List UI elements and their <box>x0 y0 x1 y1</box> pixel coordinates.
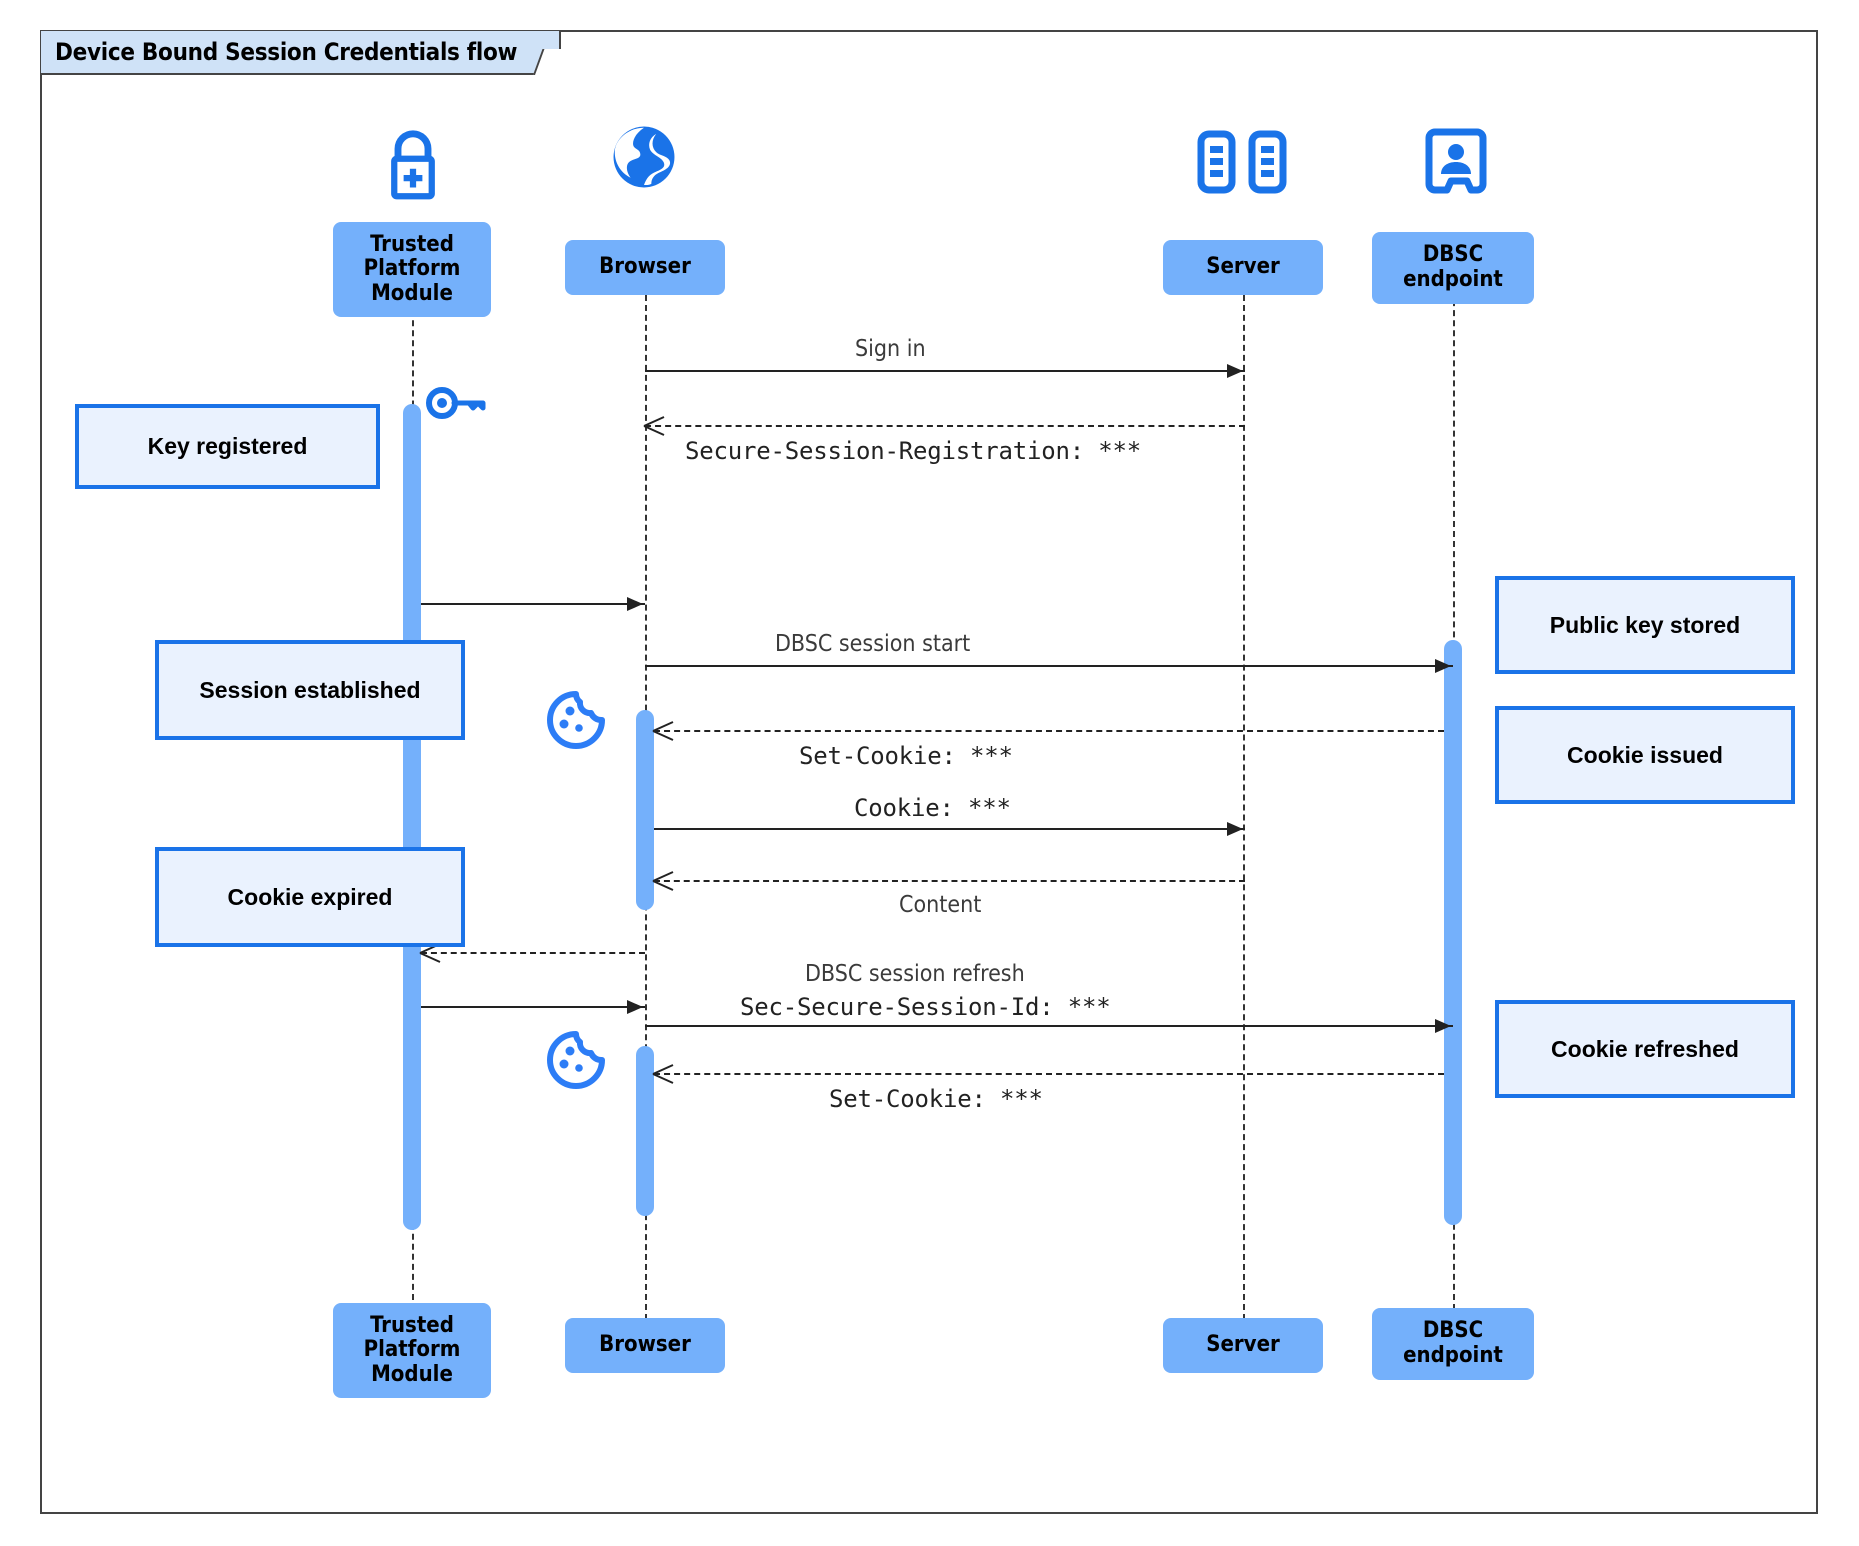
participant-footer-browser[interactable]: Browser <box>565 1318 725 1373</box>
participant-footer-tpm[interactable]: Trusted Platform Module <box>333 1303 491 1398</box>
participant-dbsc[interactable]: DBSC endpoint <box>1372 232 1534 304</box>
message-tpm-to-browser-key <box>421 597 645 611</box>
message-tpm-to-browser-refresh <box>421 1000 645 1014</box>
note-key-registered: Key registered <box>75 404 380 489</box>
message-dbsc-session-refresh: DBSC session refresh Sec-Secure-Session-… <box>645 963 1453 1033</box>
participant-server-label: Server <box>1206 254 1280 280</box>
note-label: Key registered <box>147 433 308 460</box>
note-label: Session established <box>199 676 421 703</box>
diagram-title: Device Bound Session Credentials flow <box>41 31 562 75</box>
message-sign-in: Sign in <box>645 338 1245 378</box>
message-set-cookie-2: Set-Cookie: *** <box>652 1064 1444 1111</box>
note-public-key-stored: Public key stored <box>1495 576 1795 674</box>
message-label-refresh: DBSC session refresh <box>805 961 1025 987</box>
message-line <box>645 665 1453 667</box>
message-line <box>645 425 1245 427</box>
cookie-icon <box>545 690 607 750</box>
participant-browser-label: Browser <box>599 254 691 280</box>
participant-tpm-label: Trusted Platform Module <box>363 231 461 306</box>
message-line <box>421 952 645 954</box>
arrow-head-right <box>1225 819 1245 839</box>
arrow-head-right <box>1433 656 1453 676</box>
message-label-session-id: Sec-Secure-Session-Id: *** <box>740 993 1111 1021</box>
id-badge-icon <box>1425 128 1487 194</box>
participant-footer-server-label: Server <box>1206 1332 1280 1358</box>
message-line <box>654 730 1444 732</box>
arrow-head-right <box>1433 1016 1453 1036</box>
message-label: Secure-Session-Registration: *** <box>685 437 1141 465</box>
note-label: Cookie expired <box>227 883 393 910</box>
message-label: Content <box>899 892 982 918</box>
message-browser-to-tpm-expired <box>419 943 645 963</box>
note-cookie-expired: Cookie expired <box>155 847 465 947</box>
message-set-cookie-1: Set-Cookie: *** <box>652 721 1444 768</box>
message-cookie: Cookie: *** <box>654 796 1245 836</box>
message-line <box>654 880 1245 882</box>
note-session-established: Session established <box>155 640 465 740</box>
message-line <box>421 603 645 605</box>
lock-plus-icon <box>373 125 453 205</box>
note-label: Cookie issued <box>1567 741 1723 768</box>
participant-browser[interactable]: Browser <box>565 240 725 295</box>
message-content: Content <box>652 871 1245 917</box>
message-secure-session-registration: Secure-Session-Registration: *** <box>643 416 1245 463</box>
cookie-icon <box>545 1030 607 1090</box>
participant-tpm[interactable]: Trusted Platform Module <box>333 222 491 317</box>
message-label: Set-Cookie: *** <box>829 1085 1043 1113</box>
lifeline-server <box>1243 245 1245 1320</box>
message-label: DBSC session start <box>775 631 971 657</box>
participant-footer-server[interactable]: Server <box>1163 1318 1323 1373</box>
message-label: Set-Cookie: *** <box>799 742 1013 770</box>
participant-footer-tpm-label: Trusted Platform Module <box>363 1312 461 1387</box>
arrow-head-left <box>643 416 665 436</box>
arrow-head-left <box>652 1064 674 1084</box>
activation-bar-tpm <box>403 404 421 1230</box>
arrow-head-right <box>1225 361 1245 381</box>
arrow-head-left <box>652 721 674 741</box>
server-rack-icon <box>1195 130 1289 194</box>
key-icon <box>425 382 487 424</box>
note-cookie-refreshed: Cookie refreshed <box>1495 1000 1795 1098</box>
note-cookie-issued: Cookie issued <box>1495 706 1795 804</box>
message-line <box>654 1073 1444 1075</box>
globe-icon <box>605 118 683 196</box>
activation-bar-browser-1 <box>636 710 654 910</box>
message-label: Sign in <box>855 336 926 362</box>
diagram-title-tab: Device Bound Session Credentials flow <box>41 31 562 75</box>
participant-server[interactable]: Server <box>1163 240 1323 295</box>
message-line <box>645 1025 1453 1027</box>
note-label: Cookie refreshed <box>1551 1035 1739 1062</box>
activation-bar-browser-2 <box>636 1046 654 1216</box>
message-line <box>645 370 1245 372</box>
participant-footer-browser-label: Browser <box>599 1332 691 1358</box>
participant-footer-dbsc-label: DBSC endpoint <box>1403 1318 1503 1368</box>
participant-footer-dbsc[interactable]: DBSC endpoint <box>1372 1308 1534 1380</box>
arrow-head-right <box>625 594 645 614</box>
note-label: Public key stored <box>1549 611 1741 638</box>
arrow-head-right <box>625 997 645 1017</box>
message-label: Cookie: *** <box>854 794 1011 822</box>
message-dbsc-session-start: DBSC session start <box>645 633 1453 673</box>
message-line <box>654 828 1245 830</box>
message-line <box>421 1006 645 1008</box>
participant-dbsc-label: DBSC endpoint <box>1403 242 1503 292</box>
activation-bar-dbsc <box>1444 640 1462 1225</box>
arrow-head-left <box>652 871 674 891</box>
